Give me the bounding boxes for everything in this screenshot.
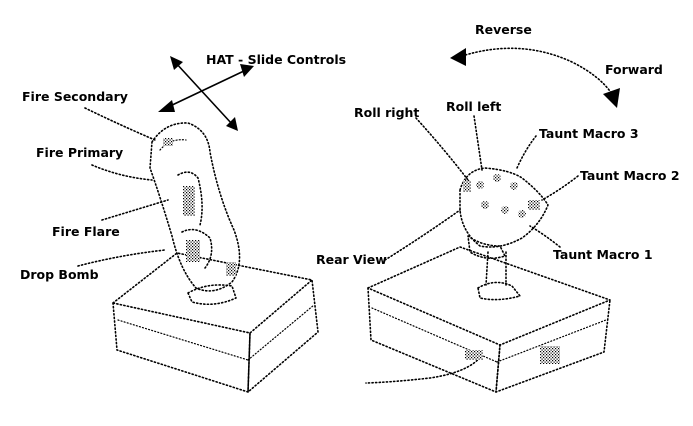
leader-taunt-macro-3 [516, 135, 537, 169]
left-joystick-grip [149, 122, 241, 292]
label-taunt-macro-1: Taunt Macro 1 [553, 247, 653, 262]
leader-roll-right [415, 117, 469, 181]
label-taunt-macro-2: Taunt Macro 2 [580, 168, 680, 183]
hat-slide-cross-arrows [158, 56, 254, 131]
left-joystick-base [112, 252, 319, 393]
leader-fire-flare [101, 199, 169, 221]
right-joystick-cable [365, 354, 483, 384]
label-taunt-macro-3: Taunt Macro 3 [539, 126, 639, 141]
leader-fire-primary [91, 164, 153, 181]
right-joystick-base [367, 246, 611, 393]
right-joystick-boot [477, 281, 521, 301]
label-hat-slide-controls: HAT - Slide Controls [206, 52, 346, 67]
left-joystick-drawing: HAT - Slide Controls Fire Secondary Fire… [20, 52, 346, 393]
label-drop-bomb: Drop Bomb [20, 267, 99, 282]
label-roll-right: Roll right [354, 105, 419, 120]
label-fire-secondary: Fire Secondary [22, 89, 128, 104]
leader-rear-view [384, 209, 461, 261]
label-fire-flare: Fire Flare [52, 224, 120, 239]
label-reverse: Reverse [475, 22, 532, 37]
leader-taunt-macro-2 [541, 175, 579, 201]
leader-roll-left [473, 115, 483, 171]
label-forward: Forward [605, 62, 663, 77]
label-roll-left: Roll left [446, 99, 501, 114]
label-rear-view: Rear View [316, 252, 387, 267]
leader-drop-bomb [77, 249, 166, 267]
label-fire-primary: Fire Primary [36, 145, 123, 160]
right-joystick-handle [459, 167, 549, 260]
leader-taunt-macro-1 [529, 225, 561, 248]
leader-fire-secondary [84, 107, 156, 141]
right-joystick-drawing: Reverse Forward Roll right Roll left Tau… [316, 22, 680, 393]
left-joystick-boot [187, 284, 237, 306]
reverse-forward-arrow [450, 47, 620, 108]
